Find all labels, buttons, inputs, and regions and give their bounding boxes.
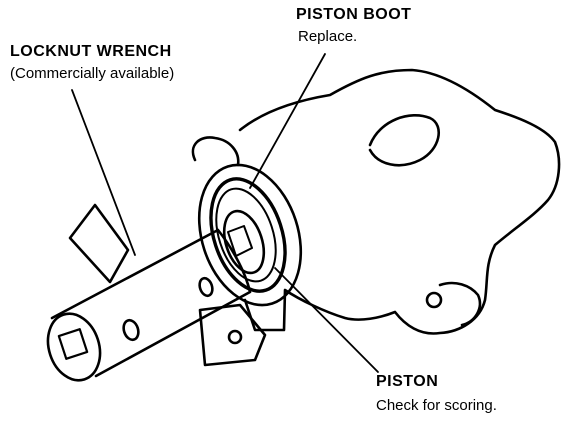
piston-face bbox=[222, 209, 266, 275]
piston-title: PISTON bbox=[376, 373, 439, 390]
bracket-hole bbox=[227, 329, 243, 345]
piston-boot bbox=[209, 177, 287, 293]
upper-boss bbox=[191, 136, 240, 167]
wrench-hole-upper bbox=[198, 276, 214, 298]
wrench-end bbox=[46, 312, 102, 382]
leader-locknut-wrench bbox=[71, 89, 136, 256]
upper-pocket bbox=[368, 114, 440, 167]
piston-boot-note: Replace. bbox=[298, 28, 358, 45]
cylinder-bore bbox=[197, 163, 303, 307]
wrench-square-socket bbox=[57, 328, 89, 360]
bracket-plate bbox=[68, 203, 130, 284]
piston-boot-rib bbox=[215, 187, 277, 283]
piston-notch bbox=[227, 225, 253, 257]
mounting-ear bbox=[438, 281, 482, 327]
leader-piston bbox=[274, 267, 379, 373]
piston-note: Check for scoring. bbox=[376, 397, 497, 414]
piston-boot-title: PISTON BOOT bbox=[296, 6, 412, 23]
mounting-bolt-hole bbox=[425, 291, 443, 309]
wrench-hole bbox=[122, 318, 140, 342]
caliper-body bbox=[238, 68, 561, 335]
wrench-shaft bbox=[50, 228, 252, 378]
leader-piston-boot bbox=[249, 53, 326, 189]
lower-bracket bbox=[198, 303, 267, 367]
locknut-wrench-note: (Commercially available) bbox=[10, 65, 175, 82]
locknut-wrench-title: LOCKNUT WRENCH bbox=[10, 43, 172, 60]
